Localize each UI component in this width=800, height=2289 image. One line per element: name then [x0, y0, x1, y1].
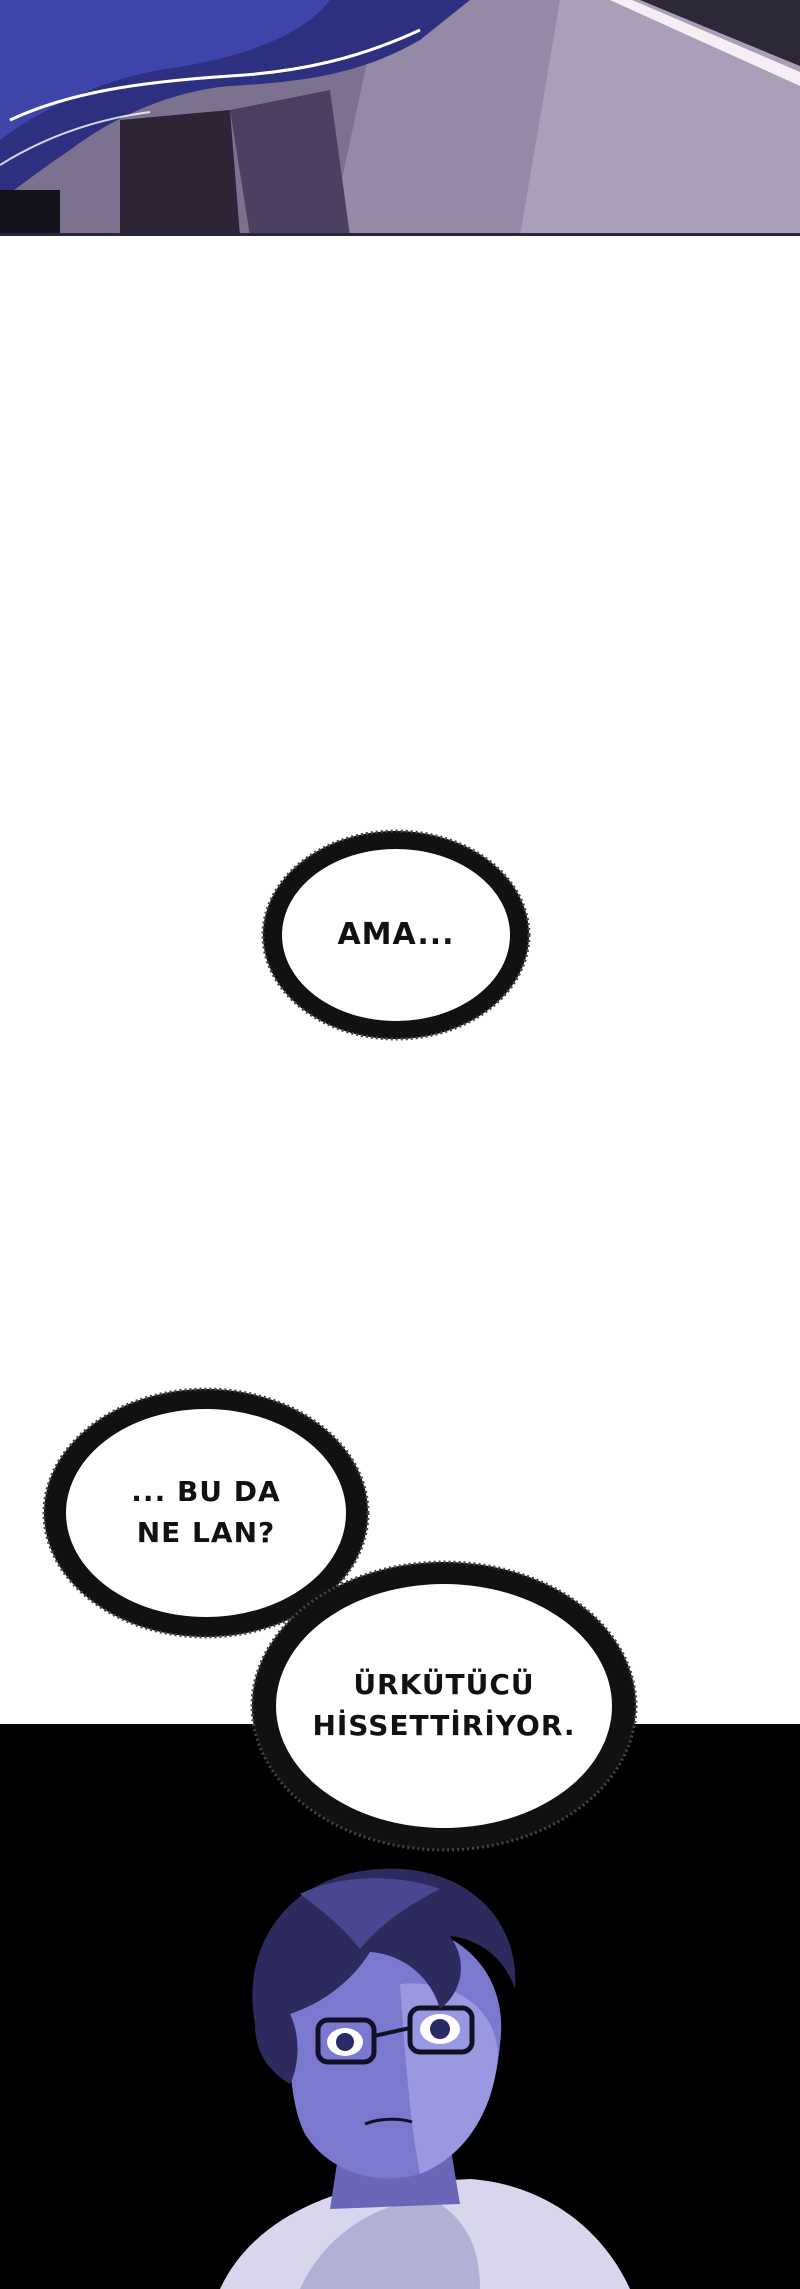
top-illustration-panel: [0, 0, 800, 236]
bubble-text: ... BU DA NE LAN?: [40, 1385, 372, 1641]
bubble-line: HİSSETTİRİYOR.: [312, 1709, 576, 1742]
top-illustration: [0, 0, 800, 236]
speech-bubble-bu-da-ne-lan: ... BU DA NE LAN?: [40, 1385, 372, 1641]
bubble-line: NE LAN?: [136, 1516, 276, 1549]
speech-bubble-ama: AMA...: [258, 826, 534, 1044]
bubble-ring: [261, 829, 531, 1041]
bubble-line: ... BU DA: [131, 1475, 281, 1509]
bubble-line: AMA...: [337, 917, 455, 953]
bubble-line: ÜRKÜTÜCÜ: [353, 1668, 535, 1702]
panel-divider: [0, 233, 800, 236]
character-panel: [0, 1724, 800, 2289]
bubble-ring: [42, 1387, 370, 1639]
bubble-text: AMA...: [258, 826, 534, 1044]
speech-bubble-urkutucu: ÜRKÜTÜCÜ HİSSETTİRİYOR.: [248, 1558, 640, 1854]
bubble-text: ÜRKÜTÜCÜ HİSSETTİRİYOR.: [248, 1558, 640, 1854]
bubble-ring: [250, 1560, 638, 1852]
